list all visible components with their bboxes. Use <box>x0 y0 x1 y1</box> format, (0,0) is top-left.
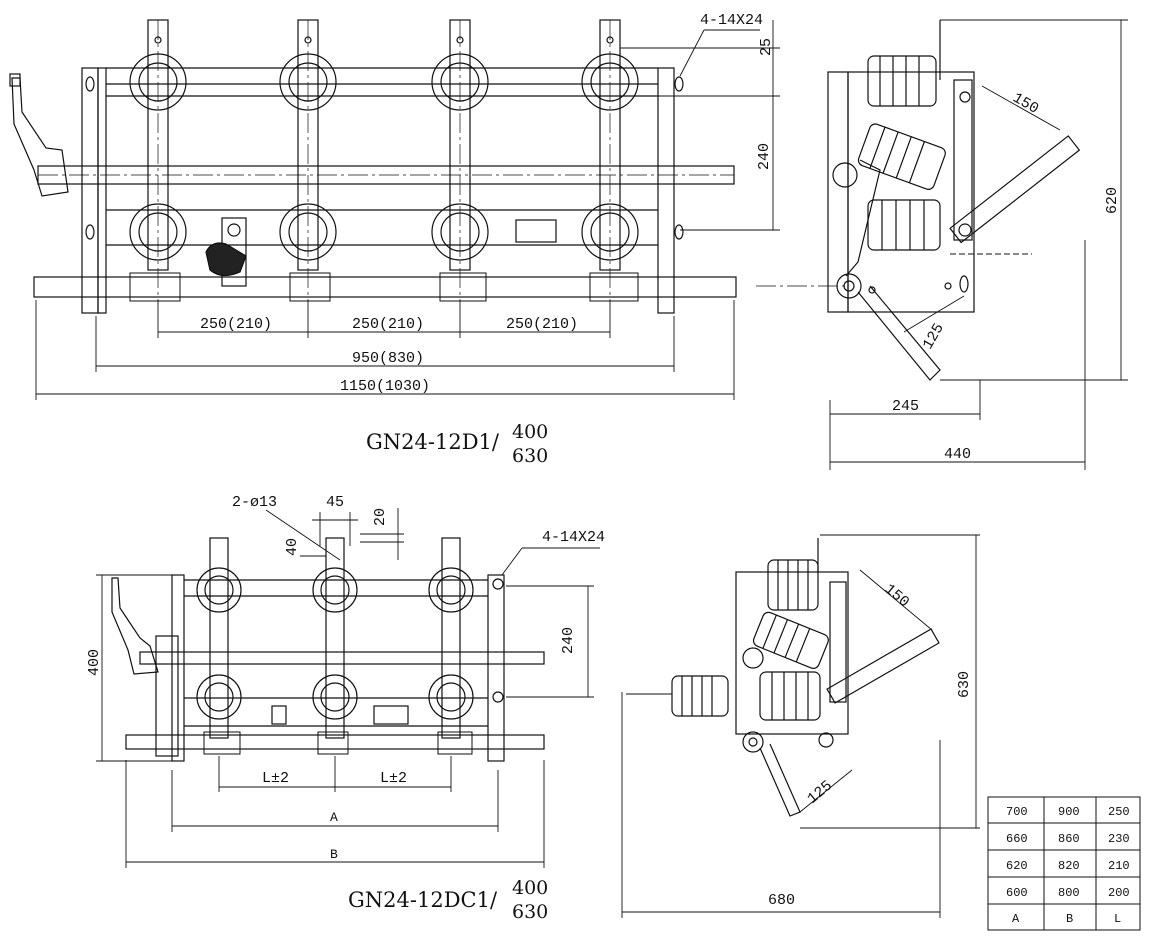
table-cell-a2: 660 <box>1006 832 1028 846</box>
table-cell-b2: 860 <box>1058 832 1080 846</box>
title2-num: 400 <box>512 877 548 899</box>
top-front-view <box>9 19 780 400</box>
title1-num: 400 <box>512 421 548 443</box>
top-side-arm: 150 <box>1010 90 1042 118</box>
top-pitch-1: 250(210) <box>200 316 272 333</box>
bottom-hole-spec: 4-14X24 <box>542 529 605 546</box>
bottom-dim-40: 40 <box>284 538 301 556</box>
bottom-side-view <box>621 534 980 918</box>
table-cell-a1: 700 <box>1006 805 1028 819</box>
bottom-label-b: B <box>330 847 338 862</box>
bottom-pole-3 <box>428 537 474 739</box>
table-cell-b3: 820 <box>1058 859 1080 873</box>
table-cell-l4: 200 <box>1108 886 1130 900</box>
table-cell-b4: 800 <box>1058 886 1080 900</box>
top-side-height: 620 <box>1104 187 1121 214</box>
bottom-side-arm: 150 <box>881 581 913 611</box>
top-pitch-2: 250(210) <box>352 316 424 333</box>
top-pitch-3: 250(210) <box>506 316 578 333</box>
bottom-side-height: 630 <box>956 671 973 698</box>
bottom-dim-400: 400 <box>86 649 103 676</box>
top-pole-3 <box>431 19 489 300</box>
title2-den: 630 <box>512 901 548 923</box>
bottom-pole-1 <box>196 537 242 739</box>
bottom-dim-45: 45 <box>326 494 344 511</box>
top-dim-25: 25 <box>758 38 775 56</box>
title1-den: 630 <box>512 445 548 467</box>
table-cell-l3: 210 <box>1108 859 1130 873</box>
bottom-side-width: 680 <box>768 892 795 909</box>
table-header-b: B <box>1066 912 1073 926</box>
table-cell-l2: 230 <box>1108 832 1130 846</box>
top-inner-width: 950(830) <box>352 350 424 367</box>
top-pole-4 <box>581 19 639 300</box>
table-header-a: A <box>1012 912 1020 926</box>
bottom-dim-240: 240 <box>560 627 577 654</box>
bottom-dim-20: 20 <box>372 508 389 526</box>
top-pole-1 <box>129 19 187 300</box>
table-header-l: L <box>1114 912 1121 926</box>
table-cell-a4: 600 <box>1006 886 1028 900</box>
top-pole-2 <box>279 19 337 300</box>
bottom-hole-small: 2-ø13 <box>232 494 277 511</box>
table-cell-b1: 900 <box>1058 805 1080 819</box>
bottom-front-view <box>96 508 600 868</box>
top-side-depth: 245 <box>892 398 919 415</box>
bottom-side-radius: 125 <box>804 777 836 807</box>
table-cell-l1: 250 <box>1108 805 1130 819</box>
table-cell-a3: 620 <box>1006 859 1028 873</box>
title1-model: GN24-12D1/ <box>366 430 500 454</box>
bottom-pitch-1: L±2 <box>262 770 289 787</box>
size-table-grid <box>987 796 1141 931</box>
top-side-view <box>756 19 1128 470</box>
top-overall-width: 1150(1030) <box>340 378 430 395</box>
title2-model: GN24-12DC1/ <box>348 888 498 912</box>
bottom-pole-2 <box>312 537 358 739</box>
bottom-pitch-2: L±2 <box>380 770 407 787</box>
top-side-width: 440 <box>944 446 971 463</box>
bottom-label-a: A <box>330 810 338 825</box>
top-dim-240: 240 <box>756 143 773 170</box>
top-hole-spec: 4-14X24 <box>700 12 763 29</box>
top-side-radius: 125 <box>920 321 948 353</box>
